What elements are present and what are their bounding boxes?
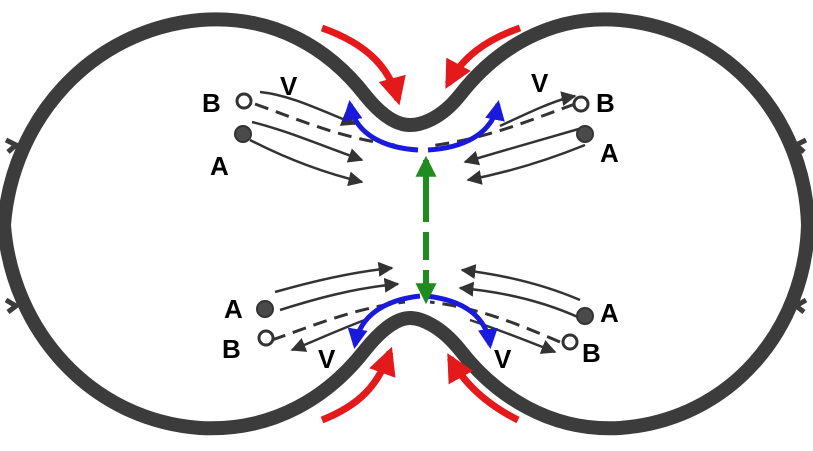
label-top-left-v: V bbox=[280, 71, 298, 101]
label-top-left-b: B bbox=[202, 88, 221, 118]
flow-lines-top-right bbox=[429, 91, 586, 185]
red-arrow-top-right bbox=[444, 24, 522, 89]
particle-markers bbox=[234, 92, 594, 351]
particle-b-bottom-left bbox=[257, 329, 275, 347]
label-top-right-v: V bbox=[531, 68, 549, 98]
particle-a-bottom-right bbox=[576, 307, 594, 325]
particle-b-bottom-right bbox=[561, 333, 579, 351]
label-bottom-left-a: A bbox=[224, 294, 243, 324]
blue-arrow-top-right bbox=[427, 100, 505, 153]
label-bottom-left-v: V bbox=[318, 344, 336, 374]
red-arrow-top-left bbox=[320, 24, 406, 106]
red-force-arrows bbox=[320, 24, 522, 424]
particle-a-top-right bbox=[576, 125, 594, 143]
particle-b-top-right bbox=[572, 95, 590, 113]
red-arrow-bottom-left bbox=[320, 346, 396, 424]
label-top-left-a: A bbox=[210, 151, 229, 181]
label-top-right-b: B bbox=[596, 88, 615, 118]
labels: B V A V B A A B V V A B bbox=[202, 68, 619, 374]
label-bottom-right-b: B bbox=[582, 338, 601, 368]
particle-a-bottom-left bbox=[256, 300, 274, 318]
blue-arrow-top-left bbox=[342, 100, 419, 153]
blue-arrow-bottom-left bbox=[347, 293, 421, 349]
particle-b-top-left bbox=[235, 92, 253, 110]
label-bottom-right-a: A bbox=[600, 298, 619, 328]
particle-a-top-left bbox=[234, 125, 252, 143]
bubble-outline bbox=[0, 12, 813, 436]
label-bottom-left-b: B bbox=[222, 334, 241, 364]
label-top-right-a: A bbox=[600, 138, 619, 168]
red-arrow-bottom-right bbox=[446, 353, 520, 424]
label-bottom-right-v: V bbox=[494, 344, 512, 374]
